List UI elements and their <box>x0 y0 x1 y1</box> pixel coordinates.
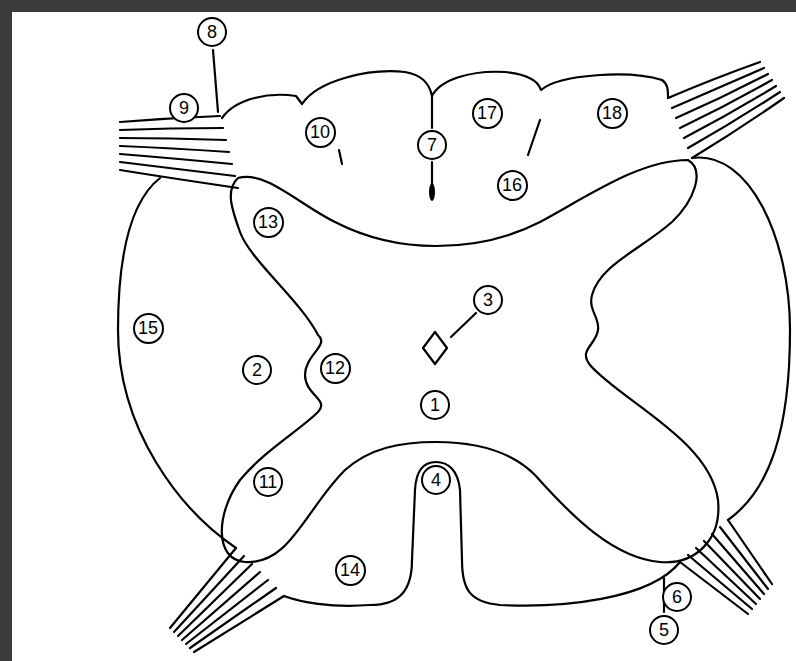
septum-end <box>429 183 435 201</box>
callout-circle: 16 <box>497 170 528 201</box>
cord-outline <box>692 158 790 520</box>
callout-circle: 14 <box>335 555 366 586</box>
callout-circle: 6 <box>662 582 692 612</box>
callout-circle: 10 <box>305 117 336 148</box>
callout-circle: 18 <box>597 98 628 129</box>
callout-number: 8 <box>207 23 217 41</box>
callout-number: 5 <box>659 621 669 639</box>
callout-circle: 1 <box>420 390 450 420</box>
callout-circle: 4 <box>421 465 451 495</box>
cord-outline <box>284 462 680 606</box>
callout-circle: 2 <box>242 355 272 385</box>
white-panel <box>12 12 796 661</box>
ventral-root <box>680 520 772 614</box>
callout-circle: 8 <box>197 17 227 47</box>
callout-number: 6 <box>672 588 682 606</box>
leader-line <box>451 313 476 337</box>
callout-number: 11 <box>259 473 278 491</box>
callout-circle: 17 <box>472 98 503 129</box>
callout-circle: 15 <box>133 313 164 344</box>
callout-number: 9 <box>179 99 189 117</box>
callout-number: 12 <box>325 359 345 377</box>
cord-outline <box>118 178 236 548</box>
callout-number: 7 <box>427 136 437 154</box>
callout-number: 10 <box>310 123 330 141</box>
callout-number: 14 <box>340 561 360 579</box>
callout-circle: 12 <box>320 353 351 384</box>
callout-number: 3 <box>483 291 493 309</box>
callout-number: 4 <box>431 471 441 489</box>
dorsal-root <box>668 62 784 158</box>
callout-circle: 3 <box>473 285 503 315</box>
callout-number: 2 <box>252 361 262 379</box>
central-canal <box>423 332 447 364</box>
callout-circle: 7 <box>417 130 447 160</box>
callout-number: 1 <box>430 396 440 414</box>
grey-matter-outline <box>222 160 719 562</box>
dorsal-root <box>120 116 238 188</box>
callout-number: 17 <box>477 104 497 122</box>
leader-line <box>213 50 218 112</box>
callout-circle: 13 <box>253 207 284 238</box>
callout-circle: 11 <box>253 467 283 497</box>
callout-circle: 9 <box>169 93 199 123</box>
callout-number: 13 <box>258 213 278 231</box>
ventral-root <box>170 548 284 652</box>
intermediate-sulcus <box>339 150 342 164</box>
callout-number: 16 <box>502 176 522 194</box>
callout-number: 18 <box>602 104 622 122</box>
callout-number: 15 <box>138 319 158 337</box>
callout-circle: 5 <box>649 615 679 645</box>
posterior-median-septum <box>431 96 433 128</box>
intermediate-sulcus <box>528 120 540 155</box>
